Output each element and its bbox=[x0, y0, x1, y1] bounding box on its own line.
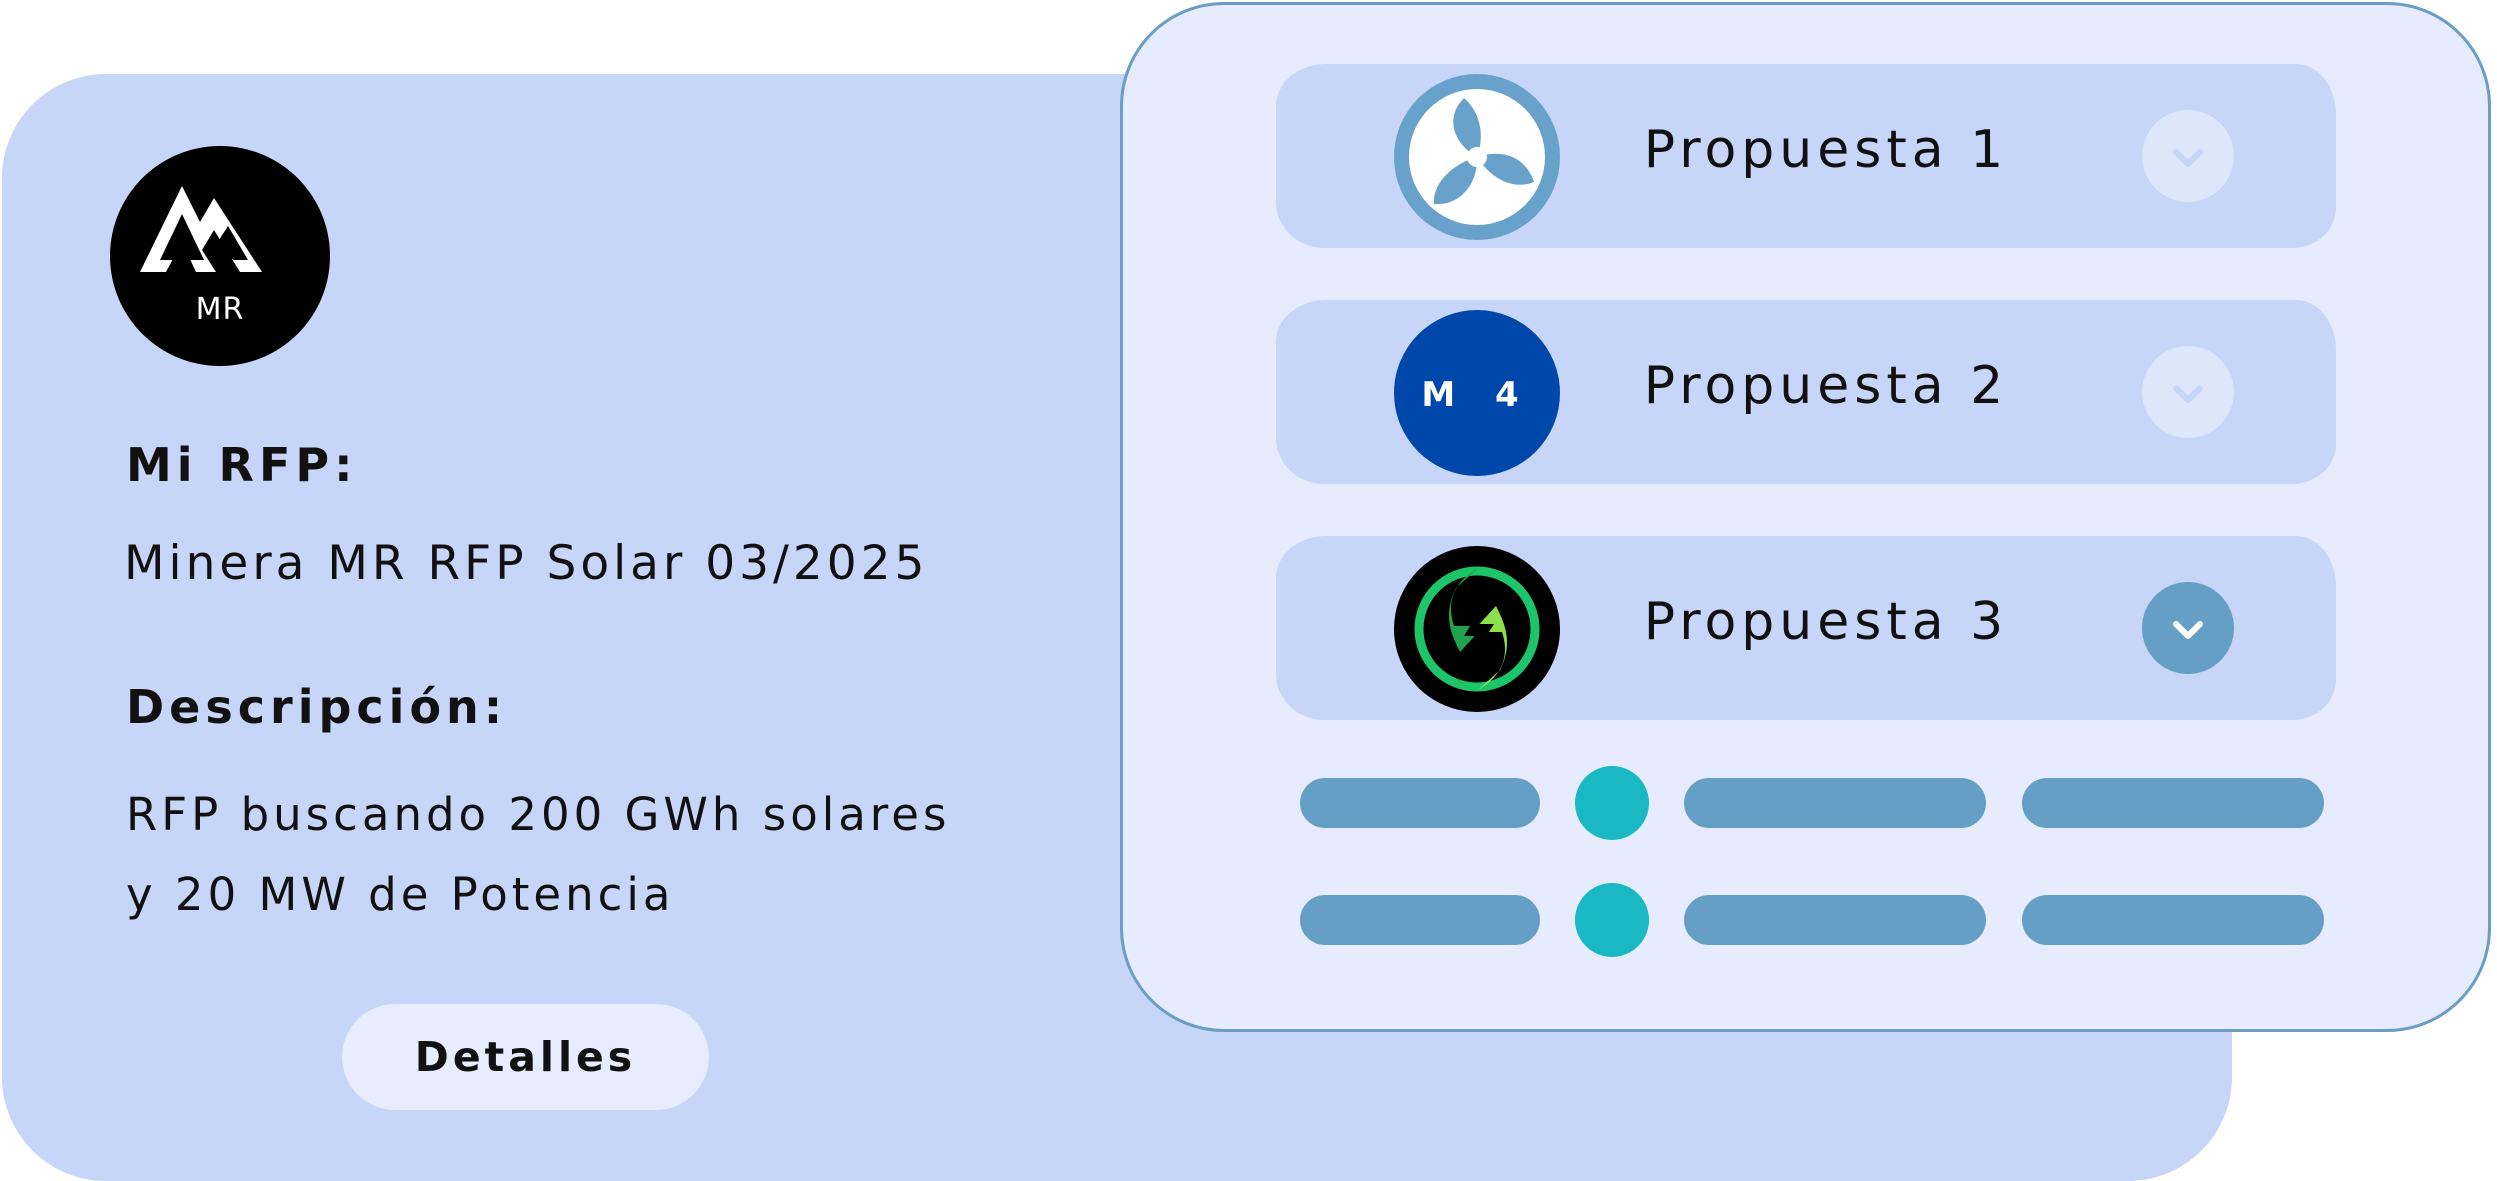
chevron-down-icon bbox=[2173, 149, 2203, 167]
m4-logo-icon: M 4 bbox=[1394, 310, 1560, 476]
description-line-1: RFP buscando 200 GWh solares bbox=[126, 788, 951, 841]
status-dot bbox=[1575, 883, 1649, 957]
chevron-down-icon bbox=[2173, 385, 2203, 403]
wind-turbine-logo-icon bbox=[1394, 74, 1560, 240]
expand-chevron-button-2[interactable] bbox=[2142, 346, 2234, 438]
placeholder-bar bbox=[1300, 778, 1540, 828]
details-button[interactable]: Detalles bbox=[342, 1004, 709, 1110]
proposal-row-3[interactable]: Propuesta 3 bbox=[1276, 536, 2336, 720]
m4-logo-text: M 4 bbox=[1421, 375, 1532, 415]
rfp-name: Minera MR RFP Solar 03/2025 bbox=[124, 536, 929, 591]
proposal-row-2[interactable]: M 4 Propuesta 2 bbox=[1276, 300, 2336, 484]
description-label: Descripción: bbox=[126, 680, 508, 734]
placeholder-bar bbox=[2022, 778, 2324, 828]
placeholder-bar bbox=[1684, 778, 1986, 828]
chevron-down-icon bbox=[2173, 621, 2203, 639]
proposal-label-3: Propuesta 3 bbox=[1643, 592, 2009, 652]
proposal-label-2: Propuesta 2 bbox=[1643, 356, 2009, 416]
energy-bolt-logo-icon bbox=[1394, 546, 1560, 712]
proposal-label-1: Propuesta 1 bbox=[1643, 120, 2009, 180]
expand-chevron-button-1[interactable] bbox=[2142, 110, 2234, 202]
placeholder-bar bbox=[1300, 895, 1540, 945]
description-line-2: y 20 MW de Potencia bbox=[126, 868, 675, 921]
mr-logo-icon: MR bbox=[110, 146, 330, 366]
proposal-row-1[interactable]: Propuesta 1 bbox=[1276, 64, 2336, 248]
placeholder-bar bbox=[1684, 895, 1986, 945]
expand-chevron-button-3[interactable] bbox=[2142, 582, 2234, 674]
status-dot bbox=[1575, 766, 1649, 840]
my-rfp-label: Mi RFP: bbox=[126, 438, 358, 492]
logo-text: MR bbox=[195, 292, 245, 327]
placeholder-bar bbox=[2022, 895, 2324, 945]
